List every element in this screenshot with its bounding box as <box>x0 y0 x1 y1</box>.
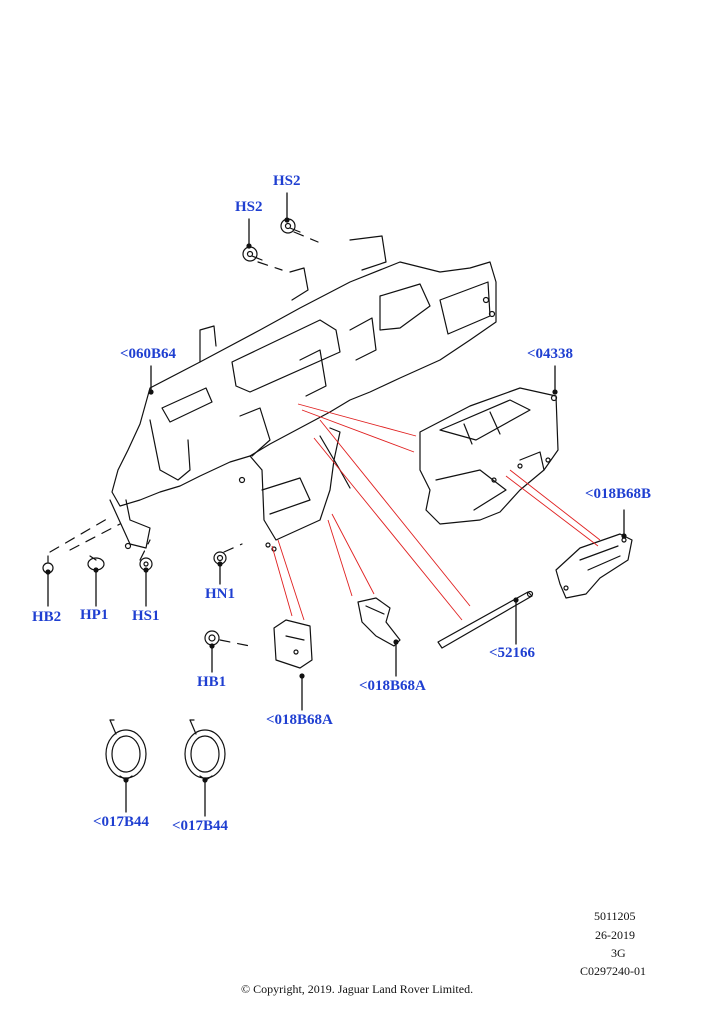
red-assembly-lines <box>271 403 601 621</box>
callout-04338[interactable]: <04338 <box>527 346 574 362</box>
callout-hp1[interactable]: HP1 <box>80 607 109 623</box>
callout-hs2-upper[interactable]: HS2 <box>273 173 301 189</box>
callout-017b44-left[interactable]: <017B44 <box>93 814 150 830</box>
screw-hs2-upper <box>280 218 301 234</box>
callout-018b68b[interactable]: <018B68B <box>585 486 652 502</box>
reference-line-2: 26-2019 <box>595 928 635 942</box>
leader-endpoints <box>45 217 627 783</box>
cross-car-beam <box>109 235 497 552</box>
callout-hn1[interactable]: HN1 <box>205 586 235 602</box>
callout-hb2[interactable]: HB2 <box>32 609 62 625</box>
reference-line-1: 5011205 <box>594 909 636 923</box>
ring-017b44-left <box>105 719 147 781</box>
callout-060b64[interactable]: <060B64 <box>120 346 177 362</box>
bracket-018b68b <box>555 533 633 599</box>
bracket-018b68a-right <box>357 597 401 647</box>
screw-hs2-lower <box>242 246 263 262</box>
copyright-notice: © Copyright, 2019. Jaguar Land Rover Lim… <box>241 982 474 996</box>
callout-hb1[interactable]: HB1 <box>197 674 227 690</box>
callout-017b44-right[interactable]: <017B44 <box>172 818 229 834</box>
air-duct <box>419 387 559 525</box>
fastener-axis-lines <box>49 231 319 647</box>
bolt-hb1 <box>204 630 220 646</box>
reference-line-3: 3G <box>611 946 626 960</box>
bracket-018b68a-left <box>273 619 313 669</box>
strap-52166 <box>437 590 534 649</box>
callout-hs2-lower[interactable]: HS2 <box>235 199 263 215</box>
reference-line-4: C0297240-01 <box>580 964 646 978</box>
ring-017b44-right <box>184 719 226 781</box>
callout-018b68a-left[interactable]: <018B68A <box>266 712 333 728</box>
black-leader-lines <box>47 192 625 817</box>
callout-52166[interactable]: <52166 <box>489 645 536 661</box>
callout-018b68a-right[interactable]: <018B68A <box>359 678 426 694</box>
callout-hs1[interactable]: HS1 <box>132 608 160 624</box>
